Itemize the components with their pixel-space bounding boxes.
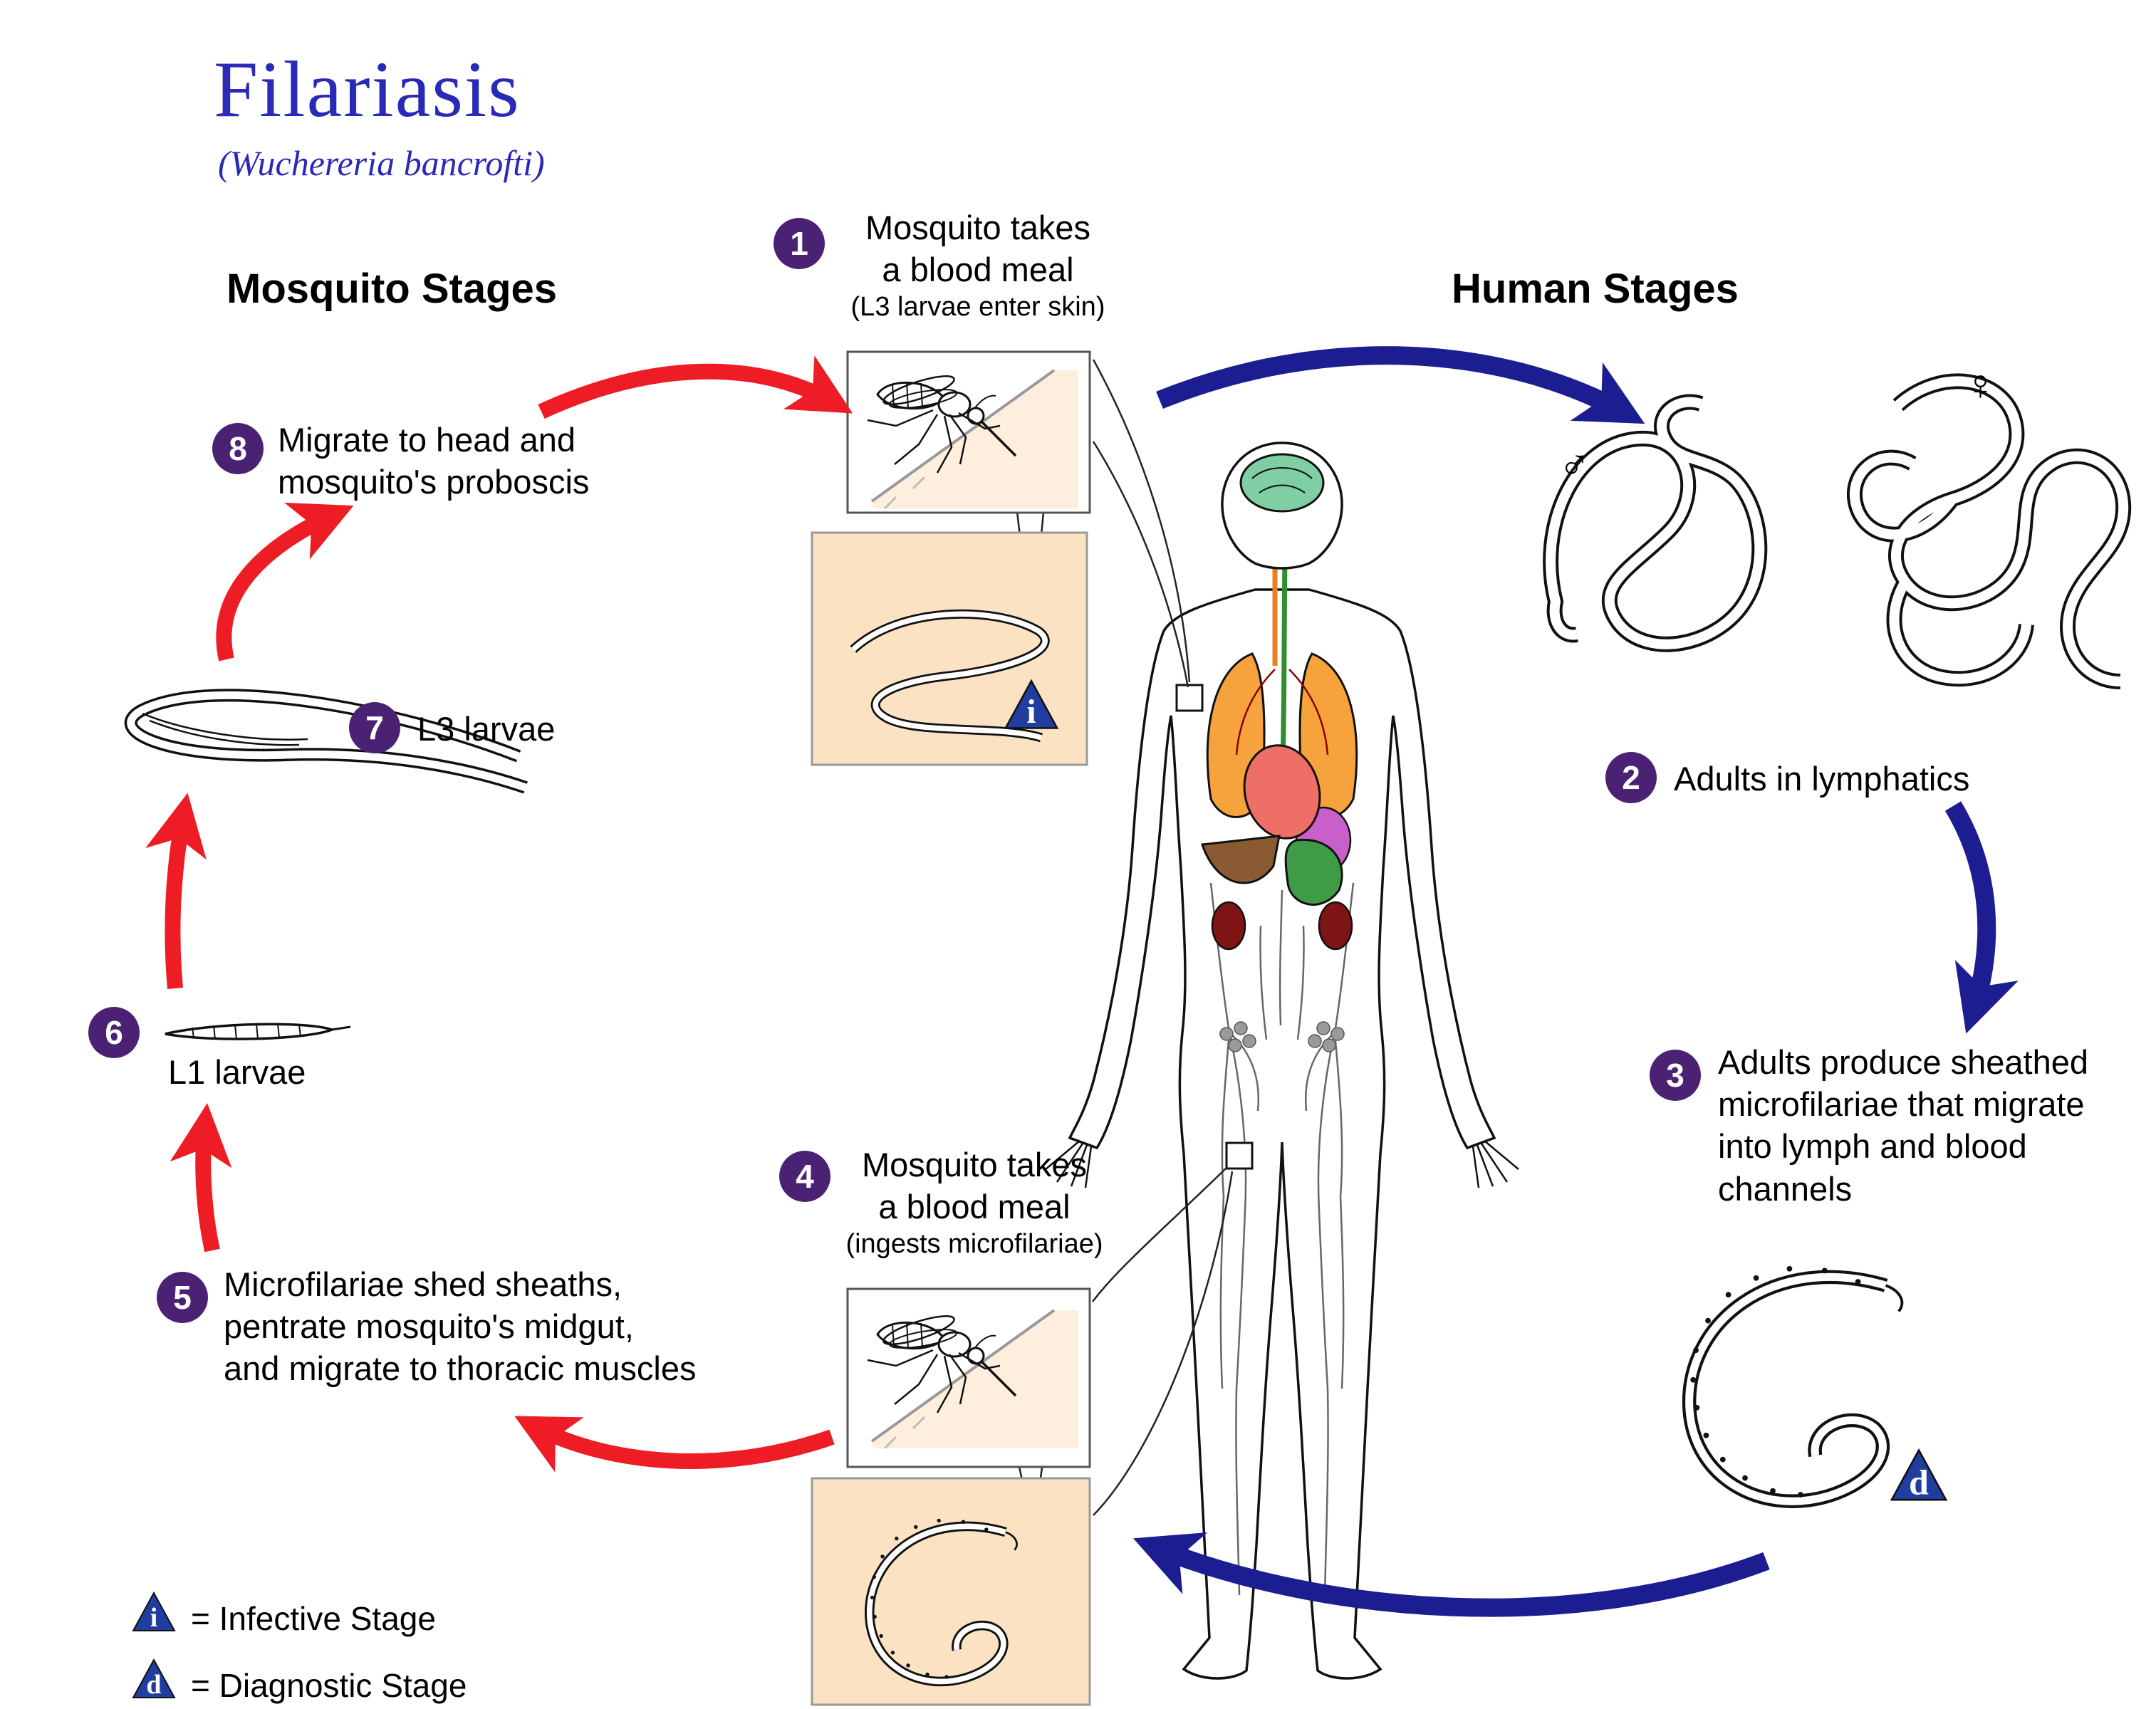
brain-fold <box>1251 467 1313 493</box>
bite-site-hip <box>1225 1141 1254 1170</box>
l1-larva-illustration <box>165 1023 351 1040</box>
stage-1-note: (L3 larvae enter skin) <box>850 292 1105 323</box>
stage-8-line-1: Migrate to head and <box>278 421 576 459</box>
mosquito-stages-header: Mosquito Stages <box>226 266 558 312</box>
stage-6-label: L1 larvae <box>168 1053 306 1091</box>
red-arrow-6-to-7 <box>145 793 207 989</box>
stomach <box>1284 838 1343 906</box>
stage-7-label: L3 larvae <box>417 710 556 748</box>
stage-7-badge: 7 <box>349 702 400 753</box>
stage-1-badge: 1 <box>774 218 825 269</box>
kidney-left <box>1211 901 1246 951</box>
adult-worm-male <box>1543 394 1768 652</box>
infective-triangle-icon: i <box>1004 679 1059 731</box>
microfilaria-box-bottom <box>811 1477 1091 1706</box>
female-symbol: ♀ <box>1964 361 1996 409</box>
stage-4-number: 4 <box>796 1158 814 1195</box>
red-arrows <box>145 355 853 1473</box>
red-arrow-4-to-5 <box>514 1416 835 1473</box>
page-subtitle: (Wuchereria bancrofti) <box>218 143 545 183</box>
bite-site-chest <box>1175 684 1204 712</box>
stage-5-number: 5 <box>173 1279 192 1316</box>
red-arrow-7-to-8 <box>216 502 354 662</box>
bronchi <box>1235 669 1329 756</box>
stage-5-line-2: pentrate mosquito's midgut, <box>224 1307 634 1346</box>
stage-6-number: 6 <box>105 1014 123 1051</box>
blue-arrow-1-to-2 <box>1156 346 1645 424</box>
stage-5-text: Microfilariae shed sheaths, pentrate mos… <box>224 1263 697 1390</box>
stage-3-number: 3 <box>1666 1057 1684 1094</box>
legend-infective-letter: i <box>150 1603 158 1633</box>
stage-8-number: 8 <box>229 430 247 467</box>
male-symbol: ♂ <box>1558 441 1590 488</box>
left-hand-fingers <box>1045 1140 1093 1188</box>
stage-5-line-3: and migrate to thoracic muscles <box>224 1349 697 1388</box>
legend-diagnostic-letter: d <box>146 1670 161 1700</box>
l3-larva-inset <box>850 609 1050 743</box>
microfilaria-right <box>1689 1266 1902 1501</box>
legend-diagnostic-label: = Diagnostic Stage <box>191 1667 467 1704</box>
human-stages-header: Human Stages <box>1452 266 1739 312</box>
l3-larvae-illustration <box>124 689 528 794</box>
kidney-right <box>1318 901 1353 951</box>
lymph-nodes <box>1219 1021 1345 1052</box>
heart <box>1243 744 1321 840</box>
legend-infective-label: = Infective Stage <box>191 1600 436 1637</box>
blue-arrow-3-to-4 <box>1133 1532 1770 1617</box>
human-figure <box>1045 441 1519 1680</box>
stage-3-line-1: Adults produce sheathed <box>1718 1043 2088 1081</box>
right-hand-fingers <box>1472 1140 1519 1188</box>
legend-diagnostic-icon: d <box>131 1656 177 1705</box>
blue-arrows <box>1133 346 2019 1617</box>
stage-8-line-2: mosquito's proboscis <box>278 463 590 501</box>
red-arrow-8-to-1 <box>538 355 853 419</box>
blue-arrow-2-to-3 <box>1944 801 2019 1034</box>
stage-3-badge: 3 <box>1650 1050 1701 1101</box>
stage-1-number: 1 <box>790 225 808 262</box>
infective-stage-marker: i <box>1003 676 1060 737</box>
human-body-outline <box>1068 588 1496 1680</box>
stage-1-text: Mosquito takes a blood meal (L3 larvae e… <box>832 207 1124 325</box>
lymphatic-vessels <box>1209 882 1355 1596</box>
page-title: Filariasis <box>214 46 521 134</box>
stage-5-line-1: Microfilariae shed sheaths, <box>224 1265 623 1303</box>
stage-3-line-2: microfilariae that migrate <box>1718 1085 2085 1124</box>
stage-2-label: Adults in lymphatics <box>1674 760 1970 798</box>
brain <box>1239 453 1325 513</box>
stage-8-text: Migrate to head and mosquito's proboscis <box>278 419 589 503</box>
stage-2-badge: 2 <box>1605 752 1657 803</box>
legend-infective-icon: i <box>131 1589 177 1639</box>
stage-4-line-1: Mosquito takes <box>861 1146 1088 1183</box>
stage-3-text: Adults produce sheathed microfilariae th… <box>1718 1041 2156 1210</box>
stage-4-note: (ingests microfilariae) <box>845 1229 1103 1260</box>
red-arrow-5-to-6 <box>170 1103 232 1253</box>
stage-4-badge: 4 <box>779 1151 830 1202</box>
stage-8-badge: 8 <box>212 423 264 474</box>
stage-2-number: 2 <box>1622 759 1640 796</box>
diagnostic-triangle-letter: d <box>1909 1463 1929 1502</box>
stage-1-line-1: Mosquito takes <box>865 209 1091 246</box>
stage-5-badge: 5 <box>157 1272 208 1323</box>
infective-triangle-letter: i <box>1026 694 1036 731</box>
legend-diagnostic-triangle-icon: d <box>132 1658 176 1700</box>
stage-4-line-2: a blood meal <box>878 1188 1071 1226</box>
stage-1-line-2: a blood meal <box>882 251 1074 289</box>
diagnostic-triangle-icon: d <box>1890 1448 1948 1502</box>
liver <box>1200 835 1281 884</box>
legend-infective-triangle-icon: i <box>132 1591 176 1633</box>
stage-4-text: Mosquito takes a blood meal (ingests mic… <box>832 1144 1117 1262</box>
stage-6-badge: 6 <box>88 1007 140 1058</box>
stage-3-line-3: into lymph and blood <box>1718 1127 2027 1166</box>
stage-7-number: 7 <box>365 709 384 746</box>
stage-3-line-4: channels <box>1718 1169 1853 1208</box>
adult-worm-female <box>1847 373 2132 689</box>
diagnostic-stage-marker: d <box>1889 1446 1949 1509</box>
